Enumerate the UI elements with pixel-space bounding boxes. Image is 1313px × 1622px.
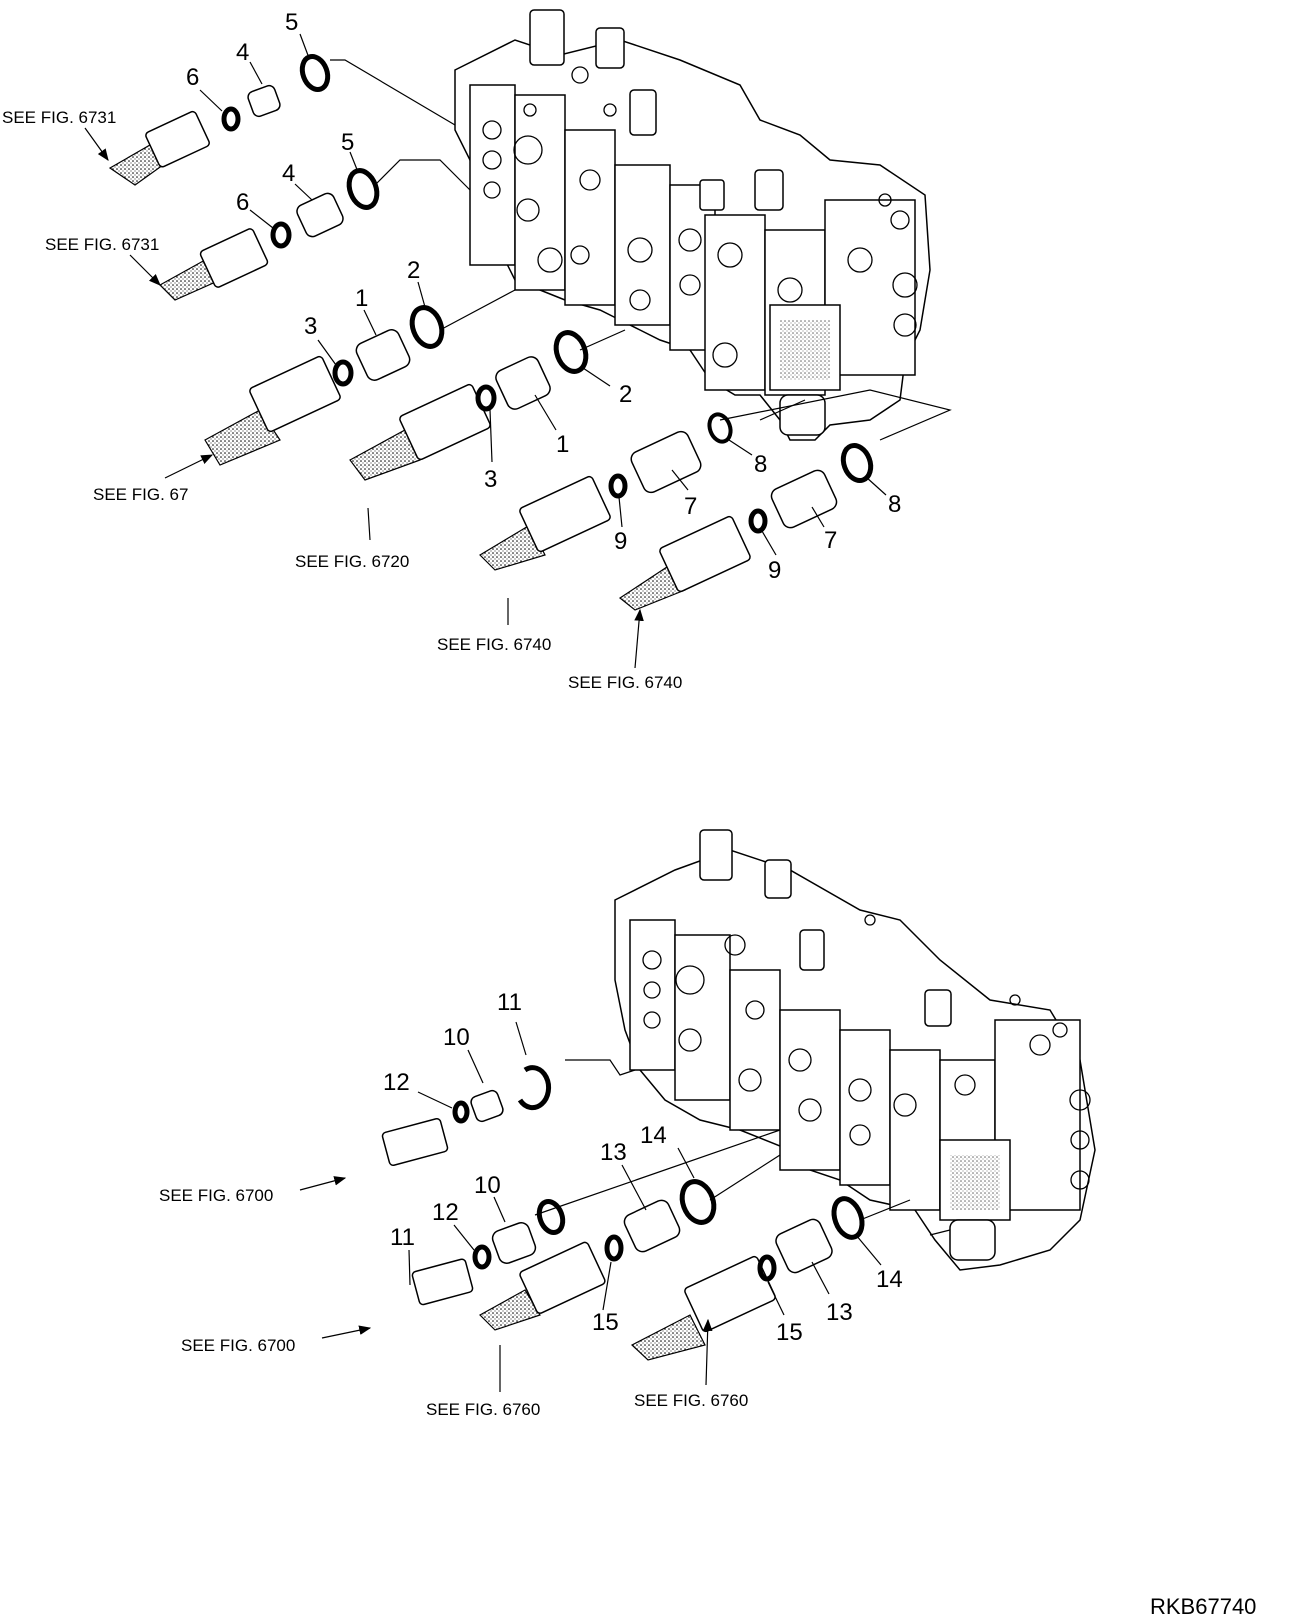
lower-control-valve-block (614, 829, 1096, 1271)
item-number-4: 4 (282, 160, 295, 187)
upper-row-6 (618, 443, 874, 611)
item-number-4: 4 (236, 39, 249, 66)
fig-reference-label: SEE FIG. 6700 (181, 1336, 295, 1355)
item-number-9: 9 (614, 528, 627, 555)
upper-reference-labels: SEE FIG. 6731 SEE FIG. 6731 SEE FIG. 67 … (2, 108, 682, 692)
o-ring-8b (840, 443, 874, 483)
item-number-10: 10 (474, 1172, 501, 1199)
o-ring-14a (679, 1179, 717, 1225)
upper-row-1 (108, 54, 331, 186)
item-number-3: 3 (304, 313, 317, 340)
o-ring-2a (409, 305, 445, 349)
o-ring-15a (604, 1234, 624, 1262)
item-number-14: 14 (640, 1122, 667, 1149)
lower-item-leaders (408, 1021, 882, 1316)
o-ring-14b (831, 1196, 865, 1240)
o-ring-2b (553, 330, 589, 374)
item-number-15: 15 (592, 1309, 619, 1336)
item-number-5: 5 (285, 9, 298, 36)
upper-row-3 (204, 305, 445, 466)
o-ring-5a (299, 54, 331, 92)
item-number-13: 13 (600, 1139, 627, 1166)
item-number-12: 12 (432, 1199, 459, 1226)
item-number-14: 14 (876, 1266, 903, 1293)
item-number-5: 5 (341, 129, 354, 156)
fig-reference-label: SEE FIG. 67 (93, 485, 188, 504)
item-number-8: 8 (888, 491, 901, 518)
lower-row-4 (630, 1196, 865, 1361)
upper-row-4 (349, 330, 589, 481)
o-ring-15b (757, 1254, 777, 1282)
o-ring-12b (472, 1244, 492, 1270)
item-number-11: 11 (390, 1224, 415, 1251)
snap-ring-11a (517, 1065, 552, 1111)
item-number-6: 6 (236, 189, 249, 216)
o-ring-9a (608, 473, 628, 499)
fig-reference-label: SEE FIG. 6740 (568, 673, 682, 692)
lower-row-2 (411, 1199, 566, 1306)
item-number-10: 10 (443, 1024, 470, 1051)
lower-reference-labels: SEE FIG. 6700 SEE FIG. 6700 SEE FIG. 676… (159, 1186, 748, 1419)
item-number-7: 7 (684, 493, 697, 520)
item-number-12: 12 (383, 1069, 410, 1096)
item-number-9: 9 (768, 557, 781, 584)
fig-reference-label: SEE FIG. 6760 (426, 1400, 540, 1419)
item-number-1: 1 (556, 431, 569, 458)
o-ring-10-seal (536, 1199, 566, 1235)
lower-leader-lines (534, 1059, 951, 1236)
drawing-code: RKB67740 (1150, 1594, 1256, 1619)
o-ring-6b (270, 221, 292, 249)
lower-row-1 (381, 1065, 552, 1167)
item-number-2: 2 (619, 381, 632, 408)
lower-row-3 (479, 1179, 717, 1331)
upper-item-number-labels: 5 4 6 5 4 6 2 1 3 2 1 3 8 7 9 8 7 9 (186, 9, 901, 584)
upper-item-leaders (199, 33, 887, 556)
upper-leader-lines (330, 59, 952, 441)
o-ring-3a (332, 359, 354, 387)
item-number-13: 13 (826, 1299, 853, 1326)
lower-ref-arrows (299, 1176, 713, 1392)
o-ring-8a (707, 412, 733, 444)
fig-reference-label: SEE FIG. 6720 (295, 552, 409, 571)
item-number-2: 2 (407, 257, 420, 284)
fig-reference-label: SEE FIG. 6731 (45, 235, 159, 254)
fig-reference-label: SEE FIG. 6731 (2, 108, 116, 127)
fig-reference-label: SEE FIG. 6700 (159, 1186, 273, 1205)
fig-reference-label: SEE FIG. 6740 (437, 635, 551, 654)
o-ring-6a (221, 106, 241, 132)
item-number-1: 1 (355, 285, 368, 312)
o-ring-5b (346, 168, 380, 210)
upper-row-5 (479, 412, 733, 571)
o-ring-12a (452, 1100, 470, 1124)
item-number-3: 3 (484, 466, 497, 493)
upper-control-valve-block (454, 9, 931, 441)
o-ring-3b (475, 384, 497, 412)
upper-ref-arrows (84, 127, 644, 669)
upper-row-2 (159, 168, 380, 301)
item-number-6: 6 (186, 64, 199, 91)
item-number-15: 15 (776, 1319, 803, 1346)
item-number-7: 7 (824, 527, 837, 554)
fig-reference-label: SEE FIG. 6760 (634, 1391, 748, 1410)
item-number-8: 8 (754, 451, 767, 478)
lower-item-number-labels: 11 10 12 14 13 10 12 11 15 14 13 15 (383, 989, 903, 1346)
item-number-11: 11 (497, 989, 522, 1016)
o-ring-9b (748, 508, 768, 534)
